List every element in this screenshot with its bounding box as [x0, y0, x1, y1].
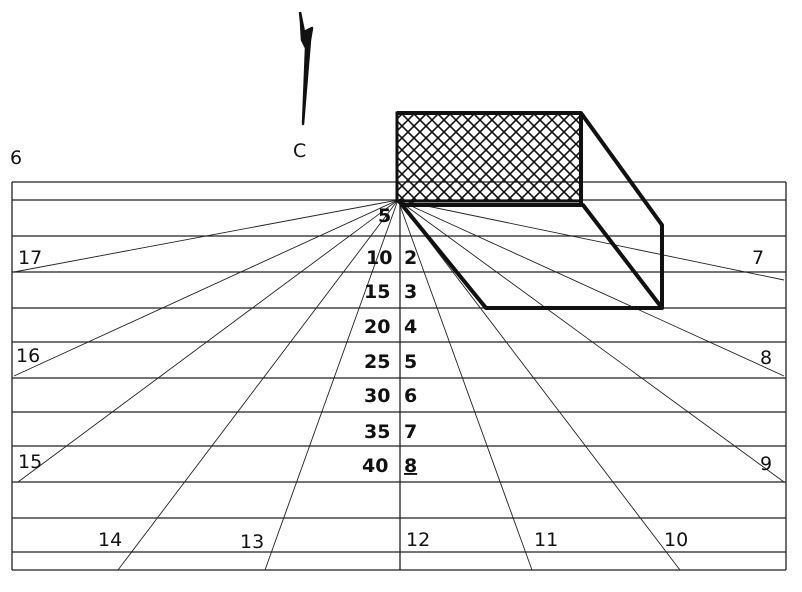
scale-left-30: 30 [364, 385, 390, 407]
hour-label-15: 15 [18, 451, 42, 473]
ray-9 [397, 199, 785, 483]
scale-left-15: 15 [364, 281, 390, 303]
building-hatched-face [395, 111, 583, 203]
scale-left-20: 20 [364, 316, 390, 338]
hour-label-16: 16 [16, 345, 40, 367]
scale-right-6: 6 [404, 385, 417, 407]
scale-left-40: 40 [362, 455, 388, 477]
north-arrow-icon [298, 11, 314, 126]
hour-label-7: 7 [752, 247, 764, 269]
scale-right-4: 4 [404, 316, 417, 338]
bottom-label-13: 13 [240, 531, 264, 553]
scale-right-2: 2 [404, 247, 417, 269]
corner-label: 6 [10, 147, 22, 169]
hour-label-8: 8 [760, 347, 772, 369]
scale-right-3: 3 [404, 281, 417, 303]
bottom-label-14: 14 [98, 529, 122, 551]
shadow-rays [13, 199, 785, 571]
building-block [395, 111, 664, 310]
scale-left-5: 5 [378, 205, 391, 227]
ray-11 [397, 199, 533, 571]
hour-label-17: 17 [18, 247, 42, 269]
scale-right-7: 7 [404, 421, 417, 443]
north-label: C [293, 140, 306, 162]
north-arrow [298, 11, 314, 126]
ray-8 [397, 199, 785, 377]
building-top-edge [396, 111, 664, 310]
scale-right-8: 8 [404, 455, 417, 477]
ray-16 [13, 199, 399, 377]
scale-left-25: 25 [364, 351, 390, 373]
labels: C 6 17 7 16 8 15 9 14 13 12 11 10 5 10 1… [10, 140, 772, 553]
bottom-label-10: 10 [664, 529, 688, 551]
ray-17 [13, 199, 399, 273]
scale-right-5: 5 [404, 351, 417, 373]
scale-left-10: 10 [366, 247, 392, 269]
hour-label-9: 9 [760, 453, 772, 475]
scale-left-35: 35 [364, 421, 390, 443]
ray-15 [17, 199, 399, 483]
ray-10 [397, 199, 681, 571]
ray-14 [117, 199, 399, 571]
shadow-inner-edge [400, 203, 664, 310]
ray-13 [264, 199, 399, 571]
bottom-label-12: 12 [406, 529, 430, 551]
ray-7 [397, 199, 785, 281]
bottom-label-11: 11 [534, 529, 558, 551]
horizontal-grid [11, 181, 787, 571]
